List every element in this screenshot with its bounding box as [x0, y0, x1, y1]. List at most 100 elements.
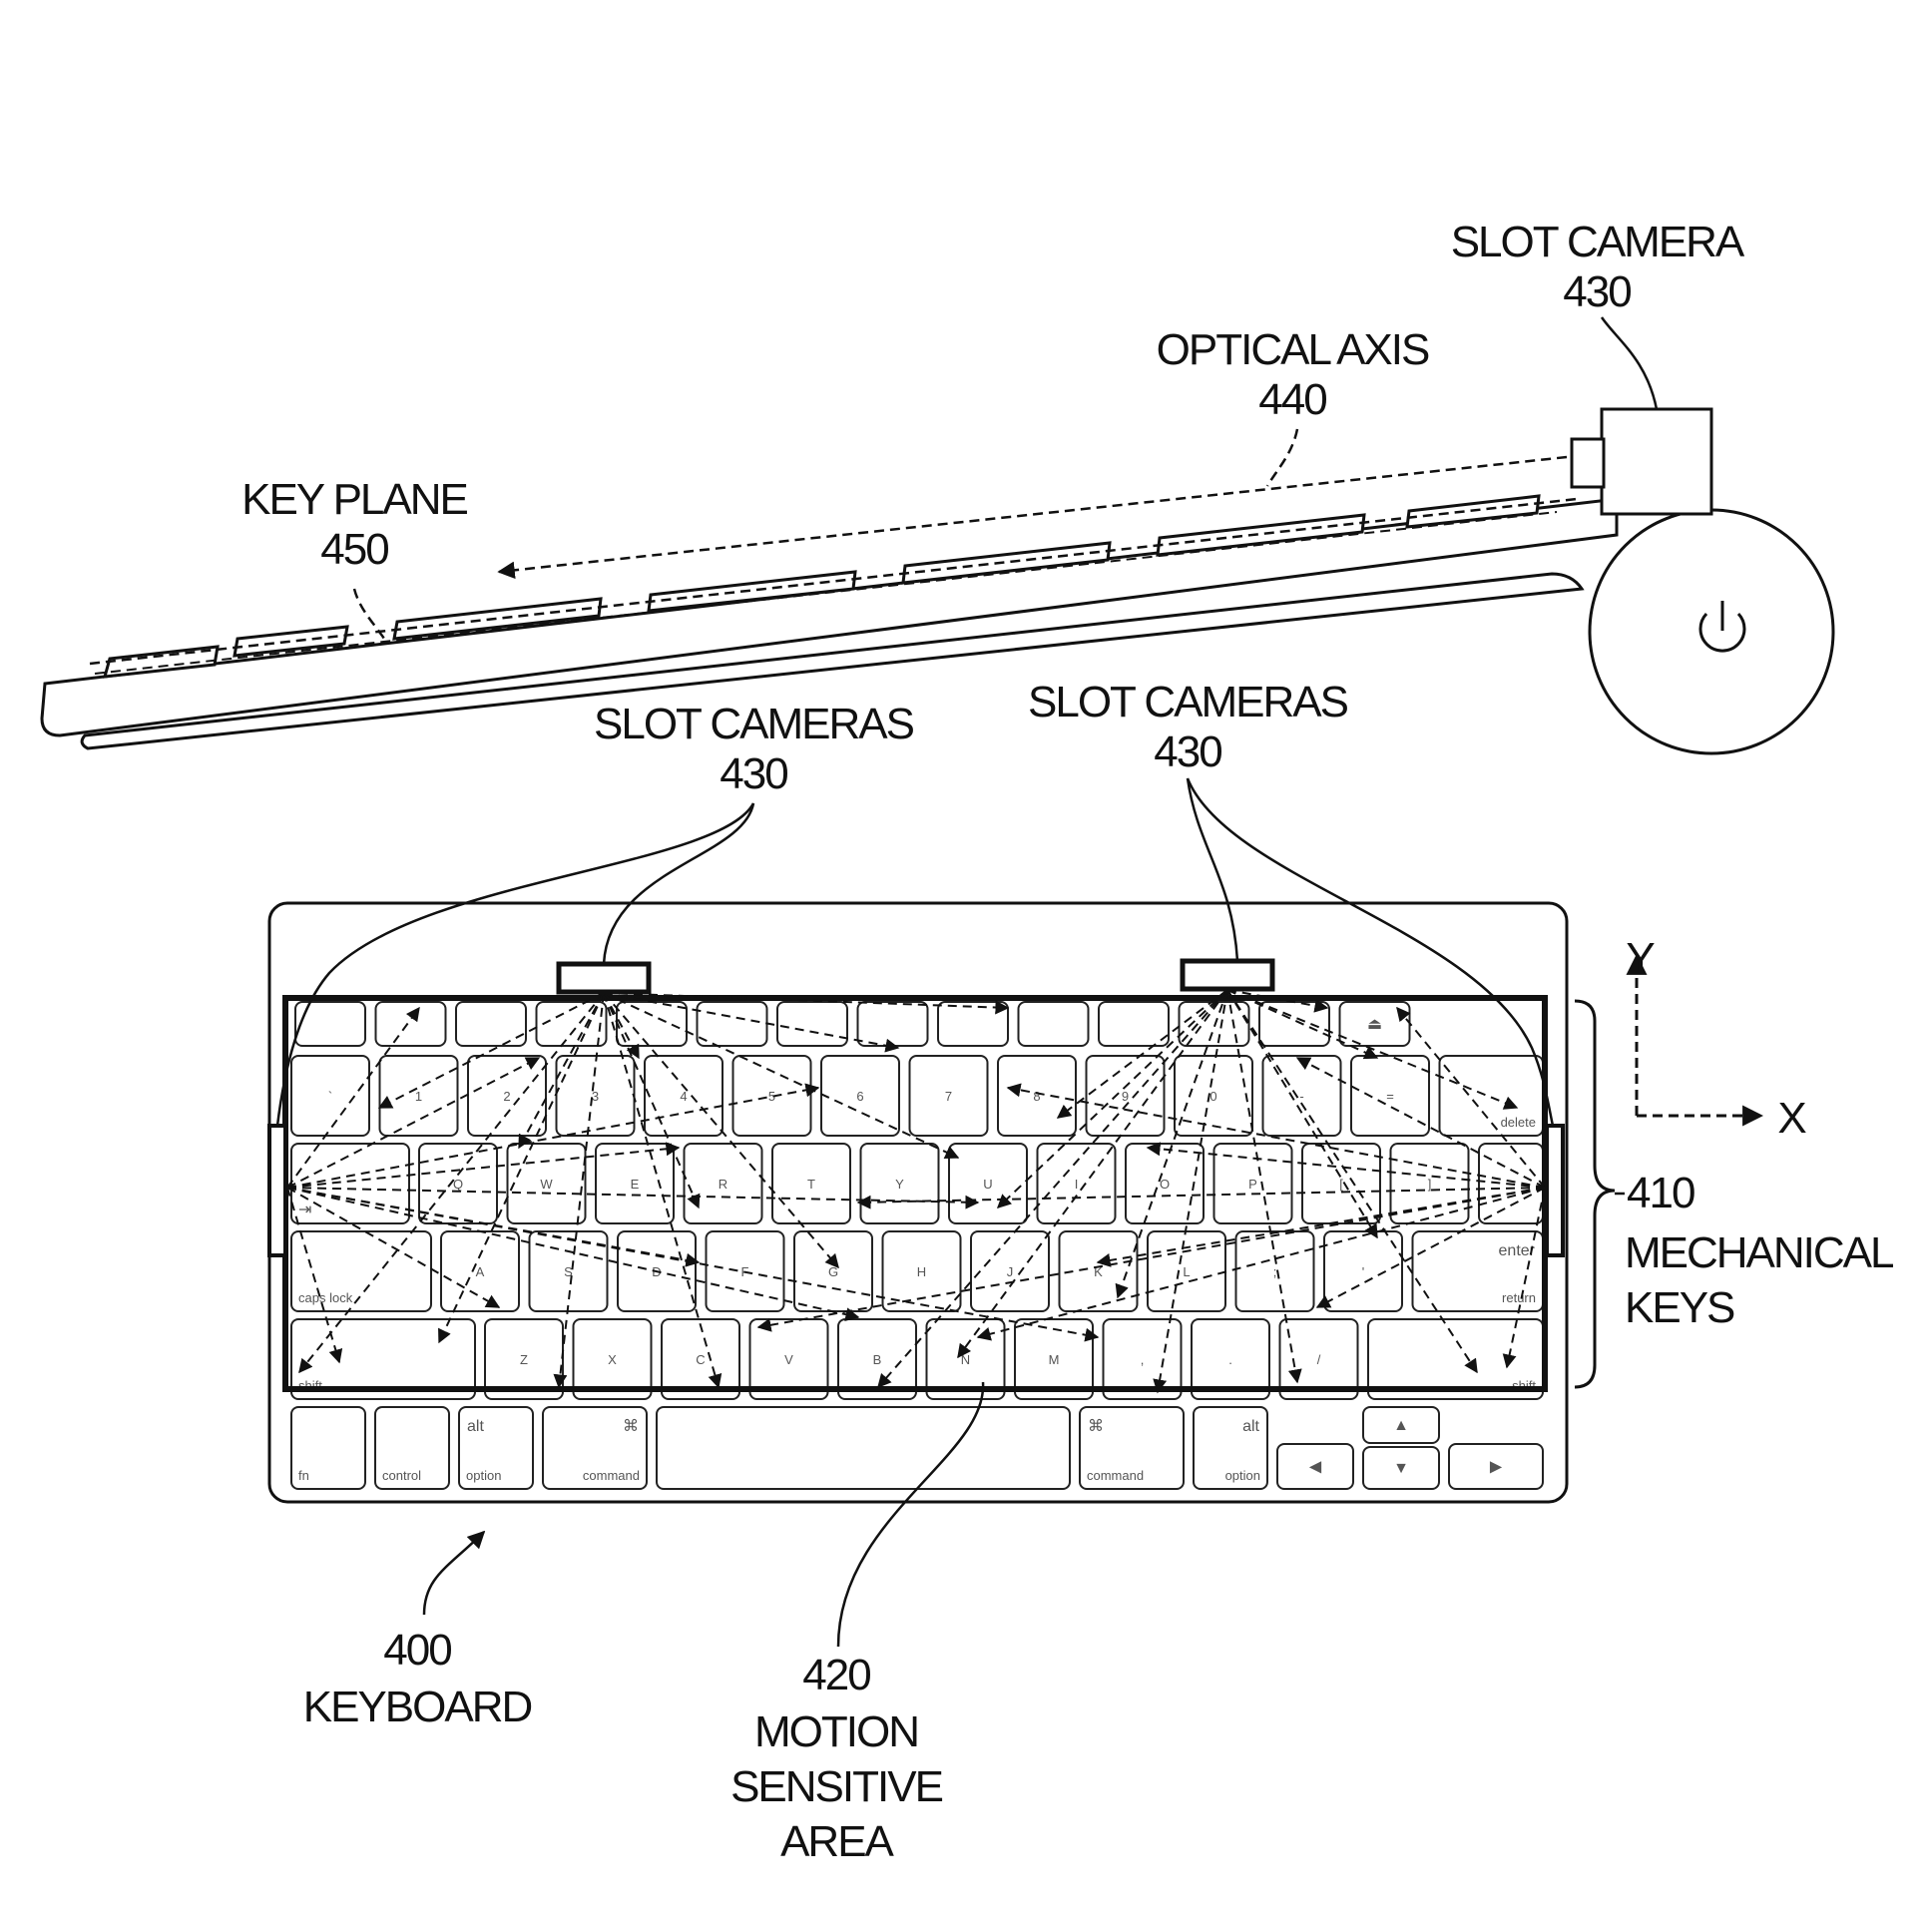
arrow-right-key-cap	[1448, 1443, 1544, 1490]
function-key	[776, 1001, 848, 1047]
sensor-ray	[286, 1142, 681, 1189]
sensor-ray	[603, 992, 723, 1389]
number-key-cap	[1261, 1055, 1342, 1137]
letter-key: V	[748, 1318, 829, 1400]
sensor-ray	[286, 1187, 1100, 1342]
optical-axis-line	[497, 455, 1568, 580]
letter-key: I	[1036, 1143, 1117, 1224]
letter-key-label: H	[917, 1264, 926, 1279]
letter-key: J	[970, 1230, 1050, 1312]
control-key-label: control	[382, 1468, 421, 1483]
sensor-ray	[603, 992, 839, 1269]
sensor-ray	[1226, 989, 1378, 1239]
letter-key-cap	[1125, 1143, 1205, 1224]
sensor-ray	[603, 992, 701, 1209]
eject-key-label: ⏏	[1367, 1016, 1382, 1033]
number-key-label: -	[1299, 1089, 1303, 1104]
slot-camera-housing	[1600, 407, 1713, 516]
label-slot-cameras-right: SLOT CAMERAS	[1028, 678, 1348, 726]
sensor-ray	[438, 992, 605, 1344]
number-key-label: 1	[415, 1089, 422, 1104]
number-key-cap	[467, 1055, 547, 1137]
letter-key-cap	[683, 1143, 763, 1224]
sensor-ray	[1396, 1006, 1546, 1189]
label-y-axis: Y	[1626, 934, 1655, 983]
number-key-cap	[644, 1055, 724, 1137]
sensor-ray	[603, 992, 960, 1160]
letter-key-cap	[484, 1318, 564, 1400]
sensor-ray	[286, 1187, 501, 1308]
letter-key-label: T	[807, 1177, 815, 1192]
label-motion-area-1: MOTION	[754, 1707, 918, 1756]
letter-key-label: ]	[1428, 1177, 1432, 1192]
letter-key: T	[771, 1143, 851, 1224]
letter-key: H	[881, 1230, 962, 1312]
letter-key-cap	[1301, 1143, 1381, 1224]
arrow-down-key: ▼	[1362, 1446, 1440, 1490]
ref-motion-area: 420	[802, 1651, 870, 1699]
letter-key-cap	[1212, 1143, 1293, 1224]
number-key-label: 7	[945, 1089, 952, 1104]
letter-key-cap	[881, 1230, 962, 1312]
letter-key-label: R	[719, 1177, 727, 1192]
sensor-ray	[286, 1187, 860, 1322]
function-key-cap	[696, 1001, 768, 1047]
delete-key-label: delete	[1501, 1115, 1536, 1130]
letter-key: '	[1323, 1230, 1403, 1312]
letter-key-label: .	[1228, 1352, 1232, 1367]
label-motion-area-3: AREA	[780, 1817, 894, 1866]
right-command-key-symbol: ⌘	[1088, 1418, 1104, 1435]
function-key	[937, 1001, 1009, 1047]
sensor-ray	[1056, 989, 1228, 1119]
letter-key: .	[1191, 1318, 1270, 1400]
number-key: -	[1261, 1055, 1342, 1137]
number-key-cap	[378, 1055, 459, 1137]
ref-optical-axis: 440	[1258, 375, 1326, 424]
leader-optical-axis	[1265, 428, 1299, 487]
letter-key-label: Y	[895, 1177, 904, 1192]
side-view	[40, 316, 1835, 755]
letter-key: ;	[1234, 1230, 1315, 1312]
sensor-ray	[957, 989, 1228, 1359]
letter-key-cap	[1323, 1230, 1403, 1312]
sensor-ray	[1226, 989, 1379, 1060]
function-key-cap	[535, 1001, 608, 1047]
right-option-key-label: option	[1225, 1468, 1260, 1483]
letter-key-cap	[1234, 1230, 1315, 1312]
letter-key: R	[683, 1143, 763, 1224]
letter-key-cap	[859, 1143, 940, 1224]
ref-slot-cameras-left: 430	[720, 749, 787, 798]
sensor-ray	[877, 989, 1228, 1389]
number-key-cap	[997, 1055, 1077, 1137]
letter-key-label: J	[1007, 1264, 1014, 1279]
arrow-down-key-cap	[1362, 1446, 1440, 1490]
side-key-caps	[102, 494, 1541, 679]
letter-key-cap	[1014, 1318, 1094, 1400]
letter-key: P	[1212, 1143, 1293, 1224]
letter-key-label: W	[540, 1177, 553, 1192]
letter-key-label: I	[1075, 1177, 1079, 1192]
fn-key: fn	[290, 1406, 366, 1490]
left-command-key-cap	[542, 1406, 648, 1490]
sensor-ray	[286, 1006, 420, 1189]
letter-key-label: ,	[1141, 1352, 1145, 1367]
letter-key-cap	[572, 1318, 653, 1400]
function-key-cap	[776, 1001, 848, 1047]
control-key: control	[374, 1406, 450, 1490]
number-key: 5	[731, 1055, 812, 1137]
number-key-cap	[1174, 1055, 1253, 1137]
sensor-ray	[603, 992, 1010, 1015]
label-optical-axis: OPTICAL AXIS	[1157, 325, 1429, 374]
number-key: 2	[467, 1055, 547, 1137]
letter-key-label: L	[1183, 1264, 1190, 1279]
right-option-key-symbol: alt	[1242, 1418, 1259, 1435]
sensor-ray	[1146, 1142, 1546, 1189]
letter-key-cap	[748, 1318, 829, 1400]
number-key: 7	[908, 1055, 989, 1137]
sensor-ray	[856, 1187, 1546, 1209]
sensor-ray	[1115, 989, 1228, 1299]
letter-key-label: C	[696, 1352, 705, 1367]
right-command-key-label: command	[1087, 1468, 1144, 1483]
